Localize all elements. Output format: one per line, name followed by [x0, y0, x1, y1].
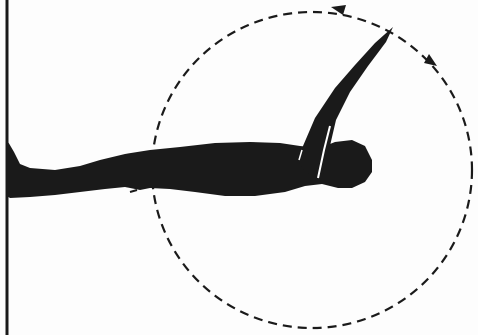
arrow-head-lower-icon [424, 54, 437, 66]
leg-detail-mark [130, 190, 137, 192]
